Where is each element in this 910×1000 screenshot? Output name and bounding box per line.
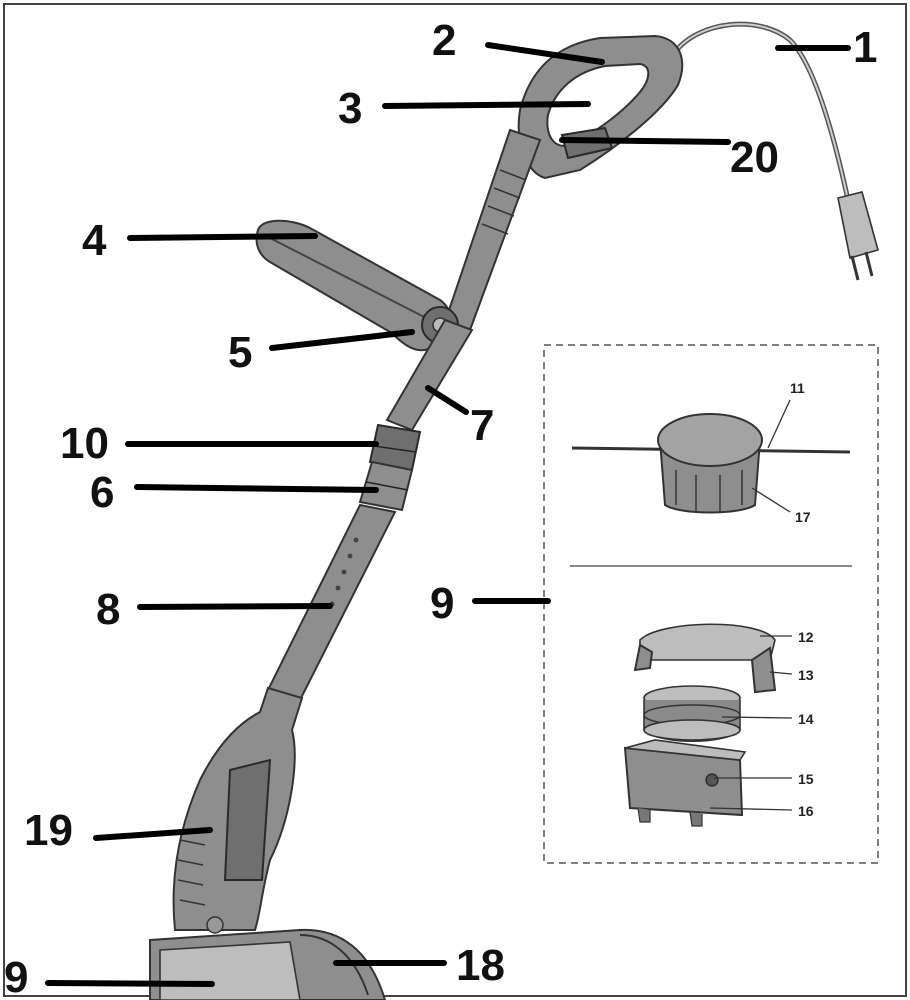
leader-17: [751, 487, 791, 513]
leader-3: [382, 101, 591, 109]
motor-housing-ribs: [177, 839, 206, 906]
callout-12: 12: [798, 629, 814, 645]
leader-11: [767, 399, 791, 449]
callout-4: 4: [82, 216, 107, 265]
leader-14: [721, 716, 793, 719]
leader-13: [769, 671, 793, 675]
leader-7: [425, 385, 469, 415]
leader-20: [559, 137, 731, 145]
callout-8: 8: [96, 585, 120, 634]
leader-19: [93, 827, 213, 841]
grip-ribs: [481, 169, 527, 235]
line-spool: [643, 685, 741, 742]
spool-inset: 11 17 12 13 14 15 16: [543, 344, 879, 864]
leader-2: [485, 42, 605, 65]
callout-15: 15: [798, 771, 814, 787]
leader-8: [137, 603, 333, 610]
callout-16: 16: [798, 803, 814, 819]
assembled-spool: [571, 413, 851, 514]
motor-vent: [223, 758, 272, 881]
callout-19: 19: [24, 806, 73, 855]
callout-6: 6: [90, 468, 114, 517]
callout-5: 5: [228, 328, 252, 377]
spool-cover: [633, 623, 777, 694]
power-plug: [837, 191, 879, 281]
telescopic-collar: [358, 423, 422, 512]
callout-1: 1: [853, 23, 877, 72]
callout-13: 13: [798, 667, 814, 683]
diagram-frame: [3, 3, 907, 997]
callout-7: 7: [470, 401, 494, 450]
callout-9-inset: 9: [430, 579, 454, 628]
leader-lines: [45, 42, 851, 987]
leader-16: [709, 807, 793, 811]
motor-housing: [172, 686, 304, 934]
leader-6: [134, 484, 379, 493]
auxiliary-handle: [255, 219, 459, 352]
leader-4: [127, 233, 318, 241]
callout-20: 20: [730, 133, 779, 182]
spool-housing: [623, 739, 747, 827]
callout-17: 17: [795, 509, 811, 525]
leader-5: [269, 329, 415, 351]
callout-14: 14: [798, 711, 814, 727]
callout-9-bottom: 9: [4, 953, 28, 1000]
callout-numbers: 1 2 3 20 4 5 7 10 6 8 9 19 18 9: [4, 16, 877, 1000]
callout-3: 3: [338, 84, 362, 133]
callout-10: 10: [60, 419, 109, 468]
callout-2: 2: [432, 16, 456, 65]
leader-9-bottom: [45, 980, 215, 987]
callout-11: 11: [790, 380, 805, 396]
callout-18: 18: [456, 941, 505, 990]
spool-spring: [705, 773, 719, 787]
upper-shaft: [443, 128, 542, 332]
